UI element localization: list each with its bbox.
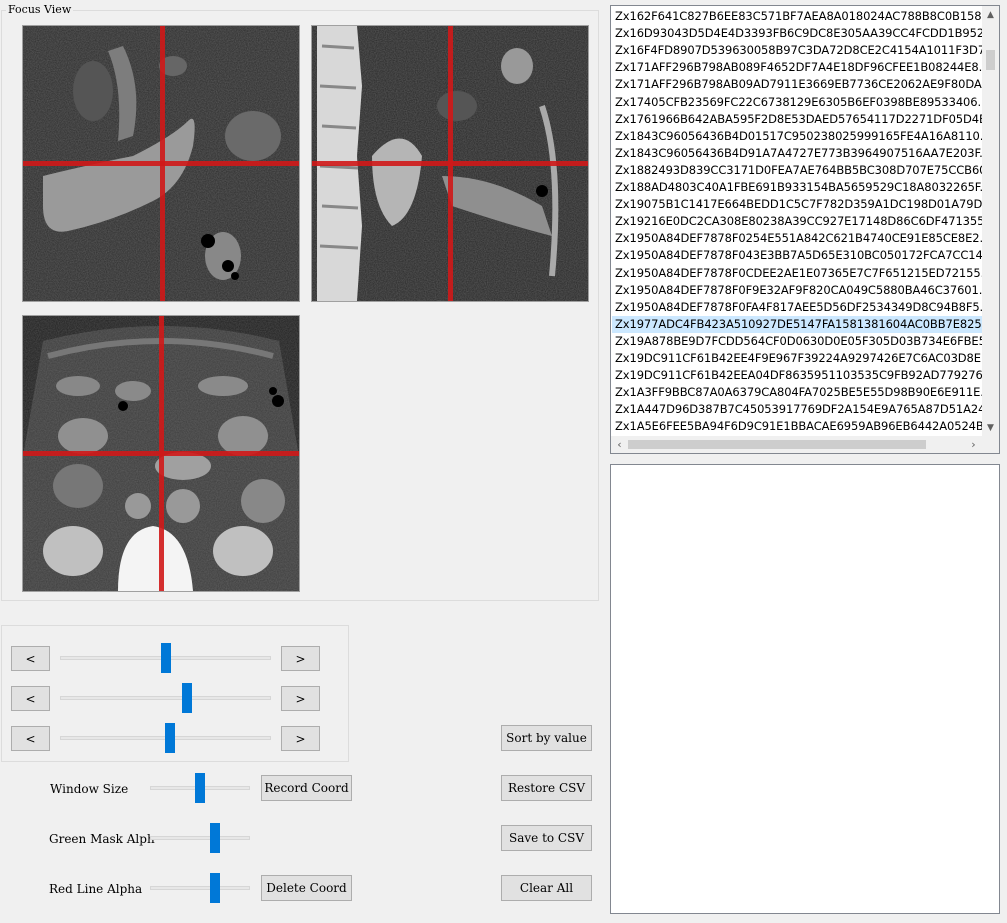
file-list-vertical-scroll-thumb[interactable] <box>986 50 995 70</box>
file-list-item[interactable]: Zx1950A84DEF7878F0FA4F817AEE5D56DF253434… <box>615 299 991 314</box>
slice-2-slider-track[interactable] <box>60 696 271 700</box>
file-list-item[interactable]: Zx1761966B642ABA595F2D8E53DAED57654117D2… <box>615 111 991 126</box>
slice-1-slider-thumb[interactable] <box>160 643 171 673</box>
file-list-item[interactable]: Zx1882493D839CC3171D0FEA7AE764BB5BC308D7… <box>615 162 998 177</box>
green-mask-alpha-slider-track[interactable] <box>150 836 250 840</box>
output-textbox[interactable] <box>610 464 1000 914</box>
scrollbar-corner <box>982 436 999 453</box>
slice-3-slider-thumb[interactable] <box>164 723 175 753</box>
file-list-item[interactable]: Zx1950A84DEF7878F0254E551A842C621B4740CE… <box>615 231 994 246</box>
file-list-vertical-scrollbar[interactable]: ▲ ▼ <box>982 6 999 436</box>
scroll-down-icon[interactable]: ▼ <box>987 422 994 433</box>
scroll-up-icon[interactable]: ▲ <box>987 9 994 20</box>
focus-view-title: Focus View <box>6 3 74 17</box>
coronal-view[interactable] <box>22 25 300 302</box>
focus-view-group <box>1 10 599 601</box>
file-list-item[interactable]: Zx16F4FD8907D539630058B97C3DA72D8CE2C415… <box>615 43 989 58</box>
scroll-right-icon[interactable]: › <box>971 438 976 451</box>
file-list-horizontal-scroll-thumb[interactable] <box>628 440 926 449</box>
slice-1-next-button[interactable]: > <box>281 646 320 671</box>
window-size-label: Window Size <box>50 782 129 796</box>
slice-2-next-button[interactable]: > <box>281 686 320 711</box>
file-list-item[interactable]: Zx188AD4803C40A1FBE691B933154BA5659529C1… <box>615 180 991 194</box>
red-line-alpha-slider-thumb[interactable] <box>210 873 220 903</box>
file-list-item[interactable]: Zx1843C96056436B4D91A7A4727E773B39649075… <box>615 145 990 160</box>
window-size-slider-thumb[interactable] <box>195 773 205 803</box>
green-mask-alpha-label: Green Mask Alph <box>49 832 155 846</box>
file-list-item[interactable]: Zx1950A84DEF7878F0CDEE2AE1E07365E7C7F651… <box>615 265 992 280</box>
record-coord-button[interactable]: Record Coord <box>261 775 352 801</box>
axial-view[interactable] <box>22 315 300 592</box>
red-line-alpha-slider-track[interactable] <box>150 886 250 890</box>
file-list-item[interactable]: Zx1A3FF9BBC87A0A6379CA804FA7025BE5E55D98… <box>615 385 992 400</box>
file-list-item[interactable]: Zx1A5E6FEE5BA94F6D9C91E1BBACAE6959AB96EB… <box>615 419 995 434</box>
red-line-alpha-label: Red Line Alpha <box>49 882 143 896</box>
clear-all-button[interactable]: Clear All <box>501 875 592 901</box>
file-list-item[interactable]: Zx162F641C827B6EE83C571BF7AEA8A018024AC7… <box>615 9 993 23</box>
file-list-item[interactable]: Zx17405CFB23569FC22C6738129E6305B6EF0398… <box>615 94 995 109</box>
save-to-csv-button[interactable]: Save to CSV <box>501 825 592 851</box>
slice-2-prev-button[interactable]: < <box>11 686 50 711</box>
file-list-item[interactable]: Zx19DC911CF61B42EEA04DF8635951103535C9FB… <box>615 368 994 383</box>
file-list-item[interactable]: Zx1950A84DEF7878F043E3BB7A5D65E310BC0501… <box>615 248 994 263</box>
file-list-item[interactable]: Zx1843C96056436B4D01517C950238025999165F… <box>615 128 994 143</box>
file-list-item[interactable]: Zx171AFF296B798AB09AD7911E3669EB7736CE20… <box>615 77 993 92</box>
slice-2-slider-thumb[interactable] <box>181 683 192 713</box>
file-list-item[interactable]: Zx16D93043D5D4E4D3393FB6C9DC8E305AA39CC4… <box>615 26 991 41</box>
slice-1-prev-button[interactable]: < <box>11 646 50 671</box>
file-list-item[interactable]: Zx1A447D96D387B7C45053917769DF2A154E9A76… <box>615 402 989 417</box>
file-list-item[interactable]: Zx19075B1C1417E664BEDD1C5C7F782D359A1DC1… <box>615 197 989 212</box>
green-mask-alpha-slider-thumb[interactable] <box>210 823 220 853</box>
file-list-item[interactable]: Zx19DC911CF61B42EE4F9E967F39224A9297426E… <box>615 351 992 365</box>
delete-coord-button[interactable]: Delete Coord <box>261 875 352 901</box>
file-list-horizontal-scrollbar[interactable]: ‹ › <box>611 436 982 453</box>
file-list[interactable]: Zx162F641C827B6EE83C571BF7AEA8A018024AC7… <box>610 5 1000 454</box>
crosshair-horizontal <box>23 161 299 166</box>
file-list-item[interactable]: Zx1950A84DEF7878F0F9E32AF9F820CA049C5880… <box>615 282 993 297</box>
scroll-left-icon[interactable]: ‹ <box>617 438 622 451</box>
slice-navigation-panel <box>1 625 349 762</box>
file-list-item-selected[interactable]: Zx1977ADC4FB423A510927DE5147FA1581381604… <box>612 315 992 333</box>
file-list-item[interactable]: Zx19216E0DC2CA308E80238A39CC927E17148D86… <box>615 214 996 229</box>
file-list-item[interactable]: Zx171AFF296B798AB089F4652DF7A4E18DF96CFE… <box>615 60 996 75</box>
sagittal-view[interactable] <box>311 25 589 302</box>
file-list-item[interactable]: Zx19A878BE9D7FCDD564CF0D0630D0E05F305D03… <box>615 333 990 348</box>
sort-by-value-button[interactable]: Sort by value <box>501 725 592 751</box>
restore-csv-button[interactable]: Restore CSV <box>501 775 592 801</box>
slice-3-next-button[interactable]: > <box>281 726 320 751</box>
slice-3-prev-button[interactable]: < <box>11 726 50 751</box>
